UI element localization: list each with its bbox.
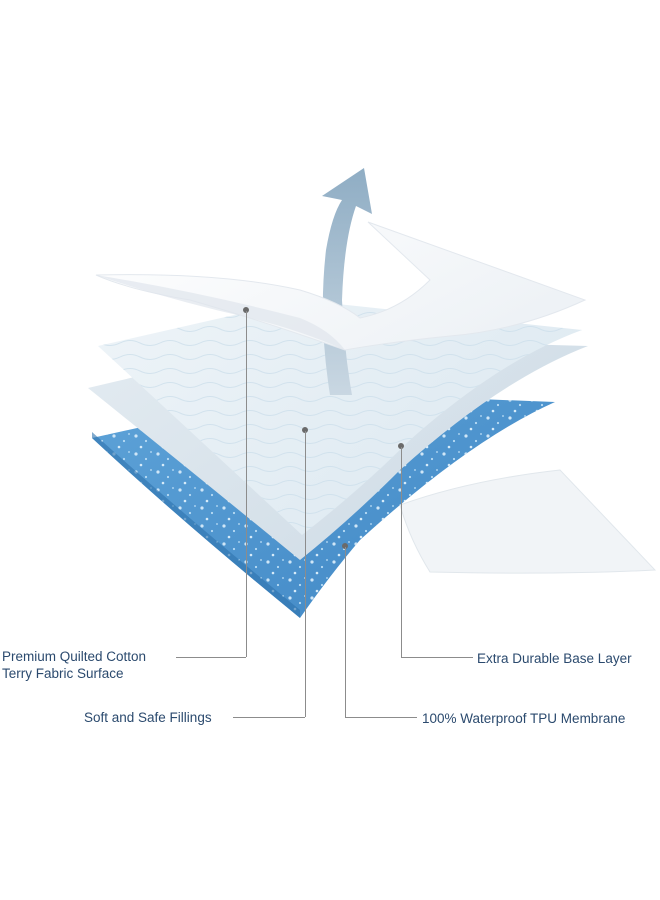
fillings-leader-vertical: [305, 431, 306, 717]
membrane-leader-horizontal: [345, 717, 417, 718]
premium-leader-horizontal: [176, 657, 246, 658]
base-label: Extra Durable Base Layer: [477, 650, 632, 667]
membrane-label: 100% Waterproof TPU Membrane: [422, 710, 625, 727]
membrane-label-text: 100% Waterproof TPU Membrane: [422, 710, 625, 727]
premium-label-line2: Terry Fabric Surface: [2, 665, 146, 682]
premium-label: Premium Quilted Cotton Terry Fabric Surf…: [2, 648, 146, 682]
fillings-leader-horizontal: [233, 717, 305, 718]
membrane-leader-vertical: [345, 547, 346, 717]
premium-leader-vertical: [246, 311, 247, 657]
base-leader-horizontal: [401, 657, 473, 658]
fillings-label-text: Soft and Safe Fillings: [84, 709, 212, 726]
base-leader-vertical: [401, 447, 402, 657]
base-label-text: Extra Durable Base Layer: [477, 650, 632, 667]
premium-label-line1: Premium Quilted Cotton: [2, 648, 146, 665]
membrane-extension: [400, 470, 655, 573]
fillings-label: Soft and Safe Fillings: [84, 709, 212, 726]
